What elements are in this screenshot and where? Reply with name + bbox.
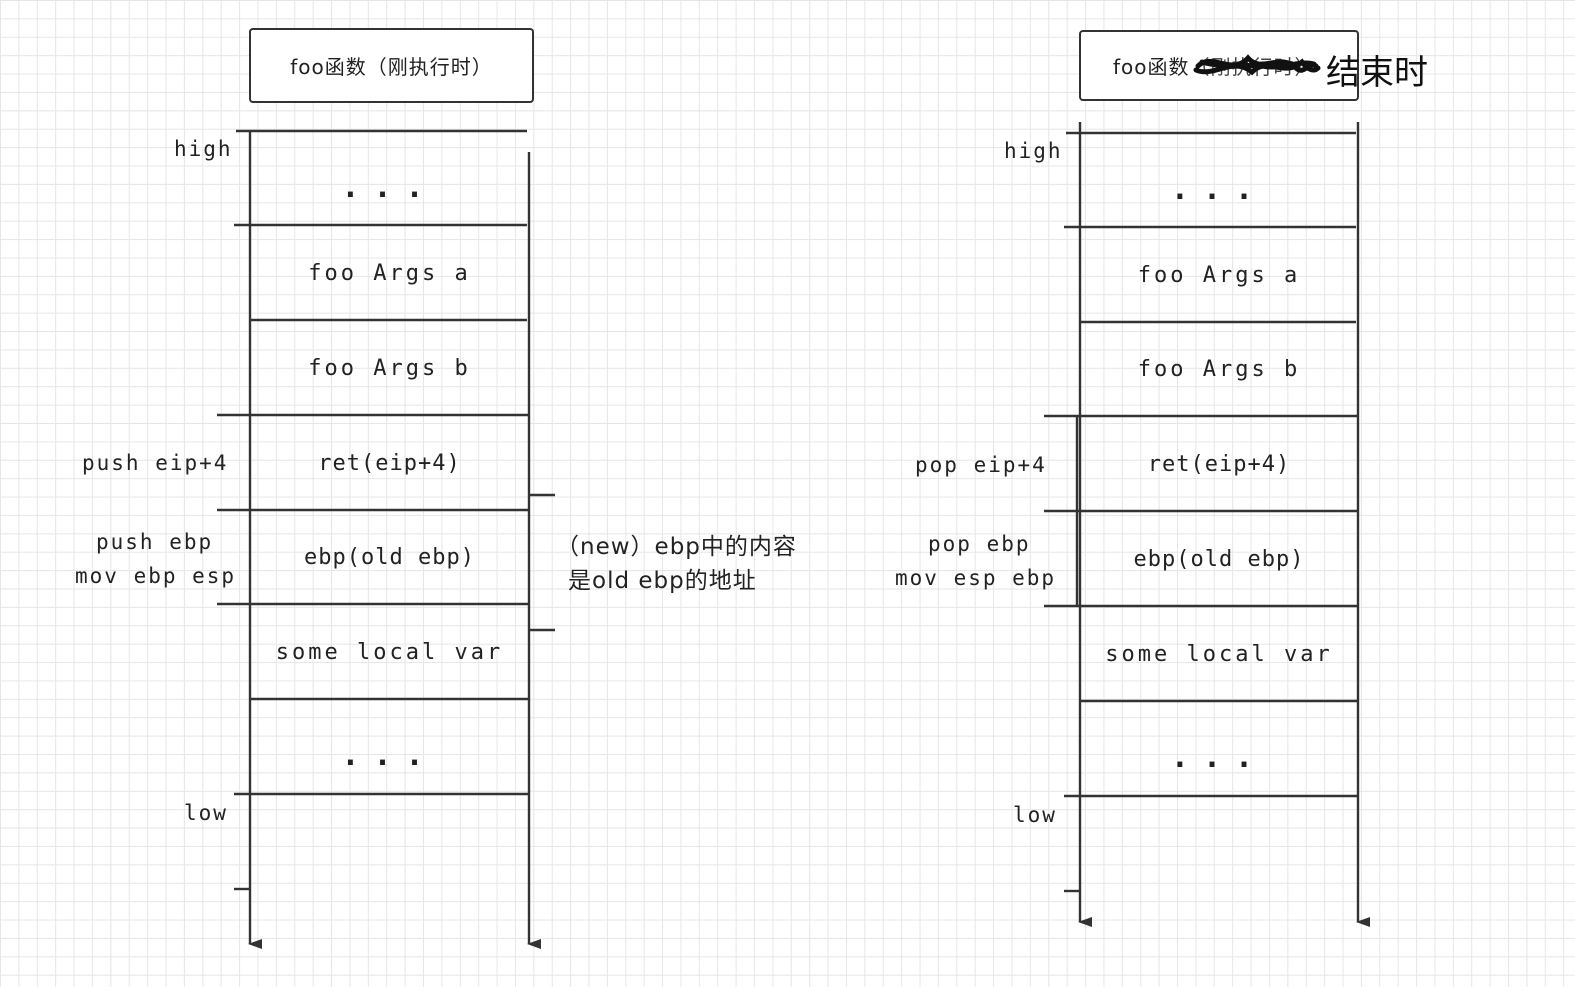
right-title-replacement: 结束时 — [1326, 53, 1428, 93]
left-cell-args-b: foo Args b — [308, 355, 471, 381]
right-cell-local-var: some local var — [1105, 641, 1333, 667]
right-cell-args-a: foo Args a — [1137, 262, 1301, 288]
left-cell-args-a: foo Args a — [308, 260, 471, 286]
left-title-text: foo函数（刚执行时） — [290, 55, 493, 79]
left-note-line1: （new）ebp中的内容 — [556, 534, 797, 560]
left-low-label: low — [184, 801, 228, 825]
left-side-push-eip: push eip+4 — [82, 451, 229, 475]
left-note-line2: 是old ebp的地址 — [568, 568, 757, 594]
right-cell-top-ellipsis: ... — [1170, 172, 1268, 207]
right-cell-ret: ret(eip+4) — [1147, 451, 1291, 477]
left-cell-ebp: ebp(old ebp) — [304, 545, 475, 570]
right-cell-ebp: ebp(old ebp) — [1133, 546, 1305, 572]
right-side-mov: mov esp ebp — [895, 566, 1057, 590]
right-cell-bottom-ellipsis: ... — [1170, 740, 1268, 775]
right-side-pop-ebp: pop ebp — [928, 532, 1031, 556]
right-cell-args-b: foo Args b — [1137, 357, 1301, 382]
right-low-label: low — [1013, 803, 1057, 827]
right-title-prefix: foo函数 — [1113, 55, 1190, 79]
left-title-box: foo函数（刚执行时） — [249, 28, 534, 103]
left-cell-bottom-ellipsis: ... — [341, 738, 438, 773]
left-cell-ret: ret(eip+4) — [318, 450, 461, 476]
left-side-mov: mov ebp esp — [75, 564, 237, 588]
scribble-strikeout-icon — [1193, 54, 1321, 76]
right-side-pop-eip: pop eip+4 — [915, 453, 1047, 477]
left-cell-top-ellipsis: ... — [341, 170, 438, 205]
left-side-push-ebp: push ebp — [96, 530, 214, 554]
left-high-label: high — [174, 137, 233, 161]
left-cell-local-var: some local var — [275, 639, 504, 665]
right-high-label: high — [1004, 139, 1063, 163]
